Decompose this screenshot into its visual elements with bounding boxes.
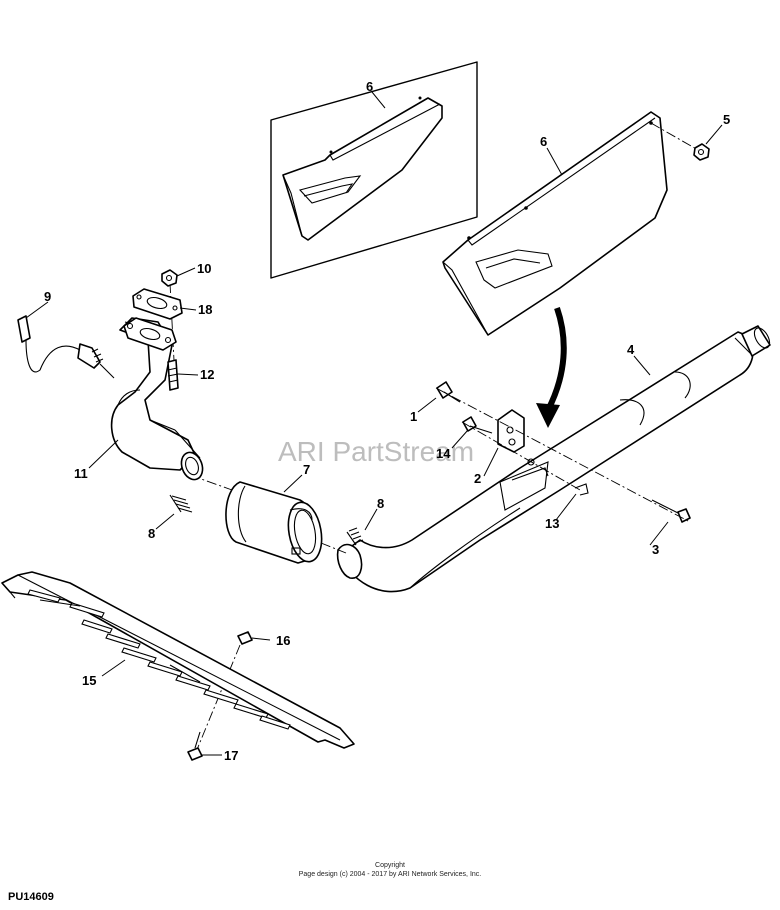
mounting-bracket [497, 409, 525, 453]
callout-6: 6 [540, 134, 547, 149]
exhaust-sleeve [225, 481, 323, 564]
spring-clamp-right [346, 527, 364, 546]
callout-16: 16 [276, 633, 290, 648]
clip-13 [574, 483, 589, 496]
callout-1: 1 [410, 409, 417, 424]
callout-8-left: 8 [148, 526, 155, 541]
callout-14: 14 [436, 446, 451, 461]
diagram-code: PU14609 [8, 891, 54, 903]
callout-4: 4 [627, 342, 635, 357]
watermark: ARI PartStream [278, 436, 474, 467]
leader-lines [25, 91, 723, 756]
callout-2: 2 [474, 471, 481, 486]
belly-guard [1, 571, 355, 749]
bolt-14 [462, 416, 493, 434]
callout-7: 7 [303, 462, 310, 477]
bolt-17 [187, 731, 203, 761]
callout-12: 12 [200, 367, 214, 382]
clip-16 [237, 631, 253, 645]
callout-5: 5 [723, 112, 730, 127]
callout-17: 17 [224, 748, 238, 763]
assembly-arrow [536, 307, 567, 428]
nut-5 [693, 143, 710, 161]
inset-heat-shield-panel [270, 61, 478, 279]
callout-labels: 1 2 3 4 5 6 6 7 8 8 9 10 11 12 13 14 15 … [44, 79, 730, 763]
callout-9: 9 [44, 289, 51, 304]
callout-8-right: 8 [377, 496, 384, 511]
callout-13: 13 [545, 516, 559, 531]
callout-3: 3 [652, 542, 659, 557]
muffler [336, 325, 771, 593]
callout-18: 18 [198, 302, 212, 317]
callout-6-inset: 6 [366, 79, 373, 94]
gasket [132, 288, 183, 320]
catalytic-elbow [110, 317, 204, 481]
heat-shield [442, 111, 668, 336]
copyright-line-1: Copyright [375, 862, 405, 869]
callout-11: 11 [74, 466, 88, 481]
nut-10 [161, 269, 178, 287]
callout-10: 10 [197, 261, 211, 276]
callout-15: 15 [82, 673, 96, 688]
spring-clamp-left [169, 494, 193, 513]
bolt-3 [651, 499, 691, 523]
oxygen-sensor [17, 315, 115, 379]
stud-12 [167, 359, 179, 391]
copyright-line-2: Page design (c) 2004 - 2017 by ARI Netwo… [299, 871, 482, 878]
